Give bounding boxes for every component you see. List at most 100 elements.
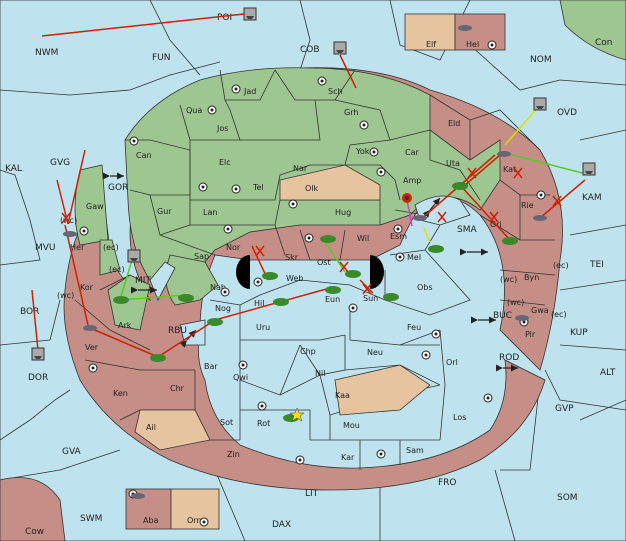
- cut-support-icon: [552, 195, 562, 207]
- move-arrow: [359, 279, 374, 294]
- canal-arrow-icon: [422, 197, 441, 218]
- label-ost: Ost: [317, 258, 331, 267]
- supply-center-icon: [348, 303, 358, 313]
- army-icon: [345, 270, 361, 278]
- fleet-icon: [413, 215, 427, 221]
- fleet-icon: [63, 231, 77, 237]
- sea-label-sma: SMA: [457, 225, 477, 235]
- supply-centers: [79, 40, 546, 527]
- label-wil: Wil: [357, 234, 369, 243]
- label-hel: Hel: [466, 40, 479, 49]
- canal-arrows: [102, 172, 518, 372]
- sea-label-bor: BOR: [20, 307, 39, 317]
- move-arrow: [67, 149, 86, 225]
- star-marker-icon: [289, 407, 305, 422]
- sea-label-som: SOM: [557, 493, 578, 503]
- label-rie: Rie: [521, 201, 534, 210]
- fleet-icon: [127, 249, 141, 263]
- conflict-marks: [61, 167, 562, 295]
- move-arrow: [214, 287, 331, 321]
- sea-label-cow: Cow: [25, 527, 44, 537]
- label-jad: Jad: [243, 87, 256, 96]
- label-ail: Ail: [146, 423, 156, 432]
- label-kor: Kor: [80, 283, 94, 292]
- label-chp: Chp: [300, 347, 316, 356]
- sea-label-poi: POI: [217, 13, 232, 23]
- region-olk[interactable]: [279, 164, 381, 201]
- sea-label-kal: KAL: [5, 164, 22, 174]
- supply-center-icon: [376, 167, 386, 177]
- sea-label-gvp: GVP: [555, 404, 574, 414]
- sea-label-fun: FUN: [152, 53, 171, 63]
- label-nog: Nog: [215, 304, 231, 313]
- army-icon: [207, 318, 223, 326]
- sea-label-con: Con: [595, 38, 613, 48]
- region-hel[interactable]: [454, 13, 506, 51]
- supply-center-icon: [487, 40, 497, 50]
- label-bar: Bar: [204, 362, 218, 371]
- army-icon: [452, 182, 468, 190]
- label-orl: Orl: [446, 358, 458, 367]
- label-sch: Sch: [328, 87, 343, 96]
- label-yok: Yok: [355, 147, 370, 156]
- supply-center-icon: [395, 252, 405, 262]
- label-obs: Obs: [417, 283, 433, 292]
- region-ail[interactable]: [134, 409, 211, 451]
- label-byn: Byn: [524, 273, 539, 282]
- support-arrow: [324, 241, 346, 273]
- sea-label-rbu: RBU: [168, 326, 187, 336]
- supply-center-icon: [238, 360, 248, 370]
- coast-her-ec: (ec): [103, 243, 119, 252]
- army-icon: [150, 354, 166, 362]
- supply-center-icon: [288, 199, 298, 209]
- sea-label-kup: KUP: [570, 328, 588, 338]
- region-kaa[interactable]: [334, 364, 431, 416]
- label-gur: Gur: [157, 207, 172, 216]
- label-ark: Ark: [118, 321, 132, 330]
- label-kar: Kar: [341, 453, 355, 462]
- fleet-icon: [243, 7, 257, 21]
- army-icon: [502, 237, 518, 245]
- supply-center-icon: [369, 147, 379, 157]
- sea-label-dor: DOR: [28, 373, 48, 383]
- region-orn[interactable]: [170, 488, 220, 530]
- supply-center-icon: [393, 224, 403, 234]
- sea-label-dax: DAX: [272, 520, 291, 530]
- label-can: Can: [136, 151, 152, 160]
- supply-center-icon: [253, 277, 263, 287]
- sea-labels: NWM FUN COB NOM POI KAL GVG MVU GOR MIT …: [5, 13, 616, 537]
- dislodged-icon: [402, 193, 412, 203]
- move-arrow: [539, 179, 586, 219]
- fleet-icon: [582, 162, 596, 176]
- sea-label-fro: FRO: [438, 478, 457, 488]
- canal-marker-east: [370, 255, 384, 289]
- support-arrow: [119, 259, 133, 301]
- move-arrow: [64, 224, 89, 326]
- sea-label-lit: LIT: [305, 489, 319, 499]
- coast-byn-wc: (wc): [500, 275, 517, 284]
- army-icon: [428, 245, 444, 253]
- sea-label-gvg: GVG: [50, 158, 70, 168]
- region-cow[interactable]: [0, 477, 66, 541]
- supply-center-icon: [536, 190, 546, 200]
- sea-label-tei: TEI: [589, 260, 604, 270]
- label-skr: Skr: [285, 253, 299, 262]
- fleet-icon: [533, 97, 547, 111]
- sea-label-alt: ALT: [600, 368, 616, 378]
- support-arrow: [423, 227, 431, 243]
- sea-label-mit: MIT: [135, 276, 151, 286]
- cut-support-icon: [437, 211, 447, 223]
- army-icon: [320, 235, 336, 243]
- cut-support-icon: [61, 212, 71, 224]
- cut-support-icon: [255, 245, 265, 257]
- supply-center-icon: [207, 105, 217, 115]
- label-nab: Nab: [210, 283, 226, 292]
- supply-center-icon: [421, 350, 431, 360]
- coast-ark-ec: (ec): [109, 265, 125, 274]
- label-rot: Rot: [257, 419, 270, 428]
- sea-label-nwm: NWM: [35, 48, 58, 58]
- fleet-icon: [83, 325, 97, 331]
- label-web: Web: [286, 274, 303, 283]
